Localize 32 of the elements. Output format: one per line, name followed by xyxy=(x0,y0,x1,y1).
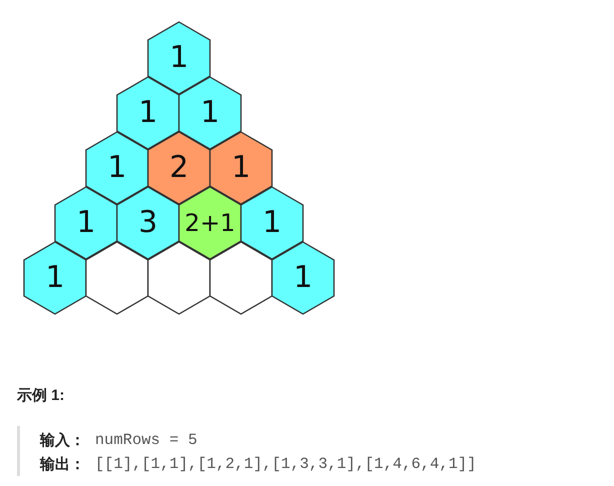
example-heading: 示例 1: xyxy=(17,386,65,405)
cell-number: 2 xyxy=(169,153,189,183)
cell-number: 1 xyxy=(76,208,96,238)
hexagon-cell xyxy=(209,241,273,315)
hexagon-cell xyxy=(147,131,211,205)
cell-number: 1 xyxy=(107,153,127,183)
hexagon-cell xyxy=(116,186,180,260)
cell-number: 1 xyxy=(262,208,282,238)
input-label: 输入： xyxy=(40,431,85,450)
hexagon-cell xyxy=(85,241,149,315)
hexagon-cell xyxy=(240,186,304,260)
cell-number: 3 xyxy=(138,208,158,238)
cell-number: 1 xyxy=(45,263,65,293)
hexagon-cell xyxy=(178,76,242,150)
hexagon-cell xyxy=(271,241,335,315)
hexagon-cell xyxy=(116,76,180,150)
hexagon-cell xyxy=(23,241,87,315)
hexagon-cell xyxy=(178,186,242,260)
hexagon-cell xyxy=(54,186,118,260)
hexagon-cell xyxy=(147,241,211,315)
cell-number: 1 xyxy=(169,43,189,73)
cell-number: 1 xyxy=(231,153,251,183)
cell-number: 1 xyxy=(293,263,313,293)
output-value: [[1],[1,1],[1,2,1],[1,3,3,1],[1,4,6,4,1]] xyxy=(95,455,476,473)
hexagon-cell xyxy=(85,131,149,205)
cell-number: 1 xyxy=(138,98,158,128)
input-value: numRows = 5 xyxy=(95,431,198,449)
cell-number: 2+1 xyxy=(184,211,236,235)
cell-number: 1 xyxy=(200,98,220,128)
hexagon-cell xyxy=(147,21,211,95)
output-label: 输出： xyxy=(40,455,85,474)
hexagon-cell xyxy=(209,131,273,205)
